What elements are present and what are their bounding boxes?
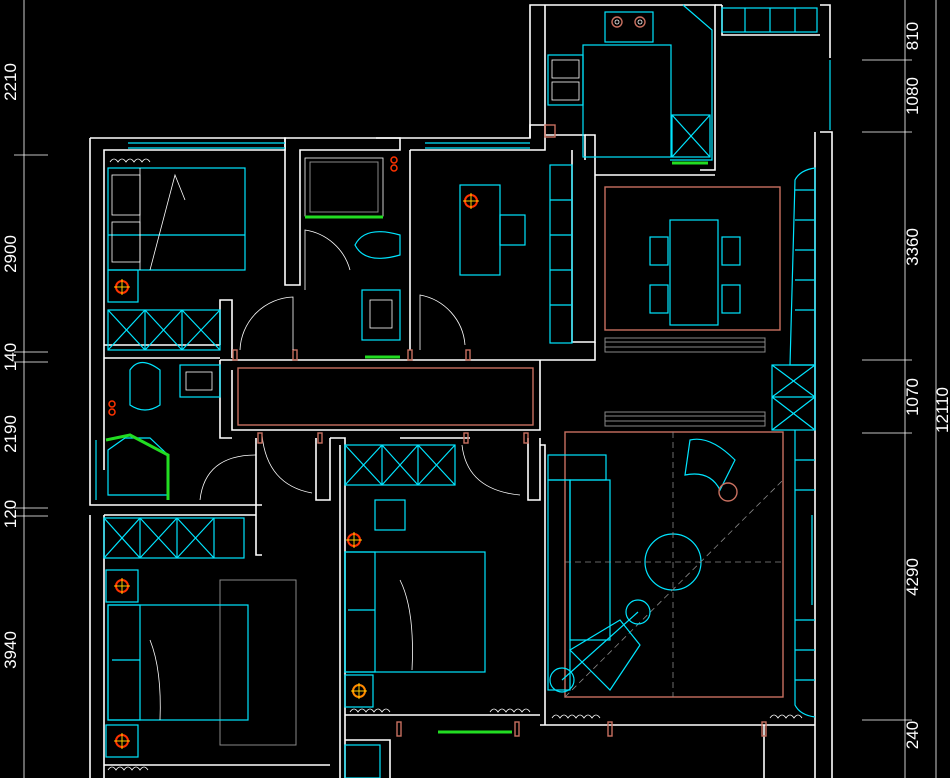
study — [419, 164, 573, 350]
living-room — [547, 431, 784, 698]
left-dimension-chain: 2210 2900 140 2190 120 3940 — [1, 0, 48, 778]
fixture-marker — [351, 683, 367, 699]
fixture-marker — [463, 193, 479, 209]
dim-left-3: 140 — [1, 343, 20, 371]
fixture-marker — [114, 578, 130, 594]
dim-left-5: 120 — [1, 500, 20, 528]
dim-right-1: 810 — [903, 22, 922, 50]
bedroom-top-left — [107, 158, 246, 351]
bathroom-left — [105, 361, 313, 501]
right-cabinets — [771, 167, 816, 718]
dim-left-4: 2190 — [1, 415, 20, 453]
fixture-points — [108, 156, 479, 749]
bedroom-bottom-left — [103, 517, 297, 771]
dim-left-6: 3940 — [1, 631, 20, 669]
fixture-marker — [114, 279, 130, 295]
fixture-marker — [108, 400, 116, 416]
fixture-marker — [114, 733, 130, 749]
fixture-marker — [390, 156, 398, 172]
door-jambs — [232, 296, 767, 737]
corridor-cabinet — [237, 367, 534, 426]
kitchen — [544, 4, 713, 165]
fixture-marker — [346, 532, 362, 548]
bathroom-top — [304, 157, 401, 359]
windows — [95, 7, 831, 605]
dim-right-3: 3360 — [903, 228, 922, 266]
walls — [89, 4, 833, 778]
dim-right-2: 1080 — [903, 77, 922, 115]
dim-left-1: 2210 — [1, 63, 20, 101]
right-dimension-chain: 810 1080 3360 1070 4290 240 12110 — [862, 0, 950, 778]
bedroom-bottom-middle — [344, 444, 803, 778]
dim-right-6: 240 — [903, 721, 922, 749]
dim-left-2: 2900 — [1, 235, 20, 273]
dim-total: 12110 — [933, 387, 950, 433]
dining — [604, 186, 781, 427]
dim-right-4: 1070 — [903, 378, 922, 416]
dim-right-5: 4290 — [903, 558, 922, 596]
